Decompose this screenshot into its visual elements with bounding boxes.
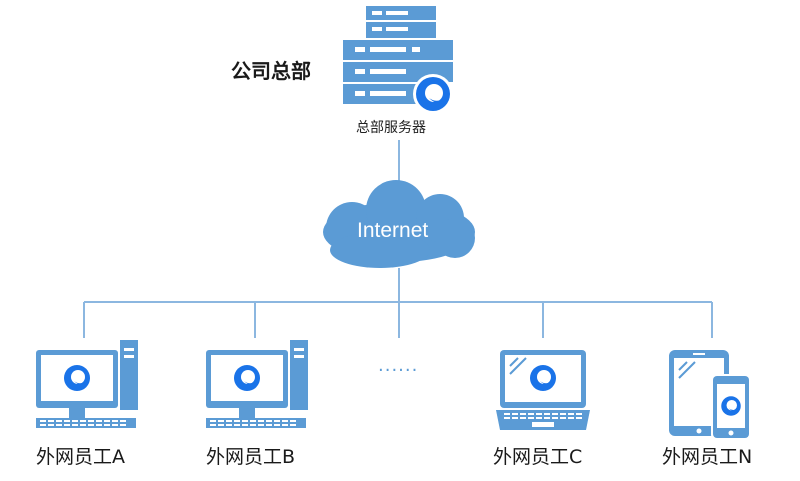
tablet-phone-n-icon — [669, 350, 751, 440]
device-label-n: 外网员工N — [662, 446, 753, 468]
desktop-a-icon — [36, 340, 138, 428]
more-devices-ellipsis: ...... — [378, 355, 419, 376]
server-label: 总部服务器 — [356, 120, 426, 136]
app-logo-icon — [413, 74, 453, 114]
server-icon — [343, 6, 453, 114]
headquarters-title: 公司总部 — [231, 59, 311, 83]
device-label-c: 外网员工C — [493, 446, 583, 468]
internet-label: Internet — [357, 219, 429, 242]
connection-lines — [83, 140, 713, 338]
internet-cloud-icon — [323, 180, 475, 268]
laptop-c-icon — [496, 350, 590, 430]
device-label-a: 外网员工A — [36, 446, 125, 468]
desktop-b-icon — [206, 340, 308, 428]
device-label-b: 外网员工B — [206, 446, 296, 468]
